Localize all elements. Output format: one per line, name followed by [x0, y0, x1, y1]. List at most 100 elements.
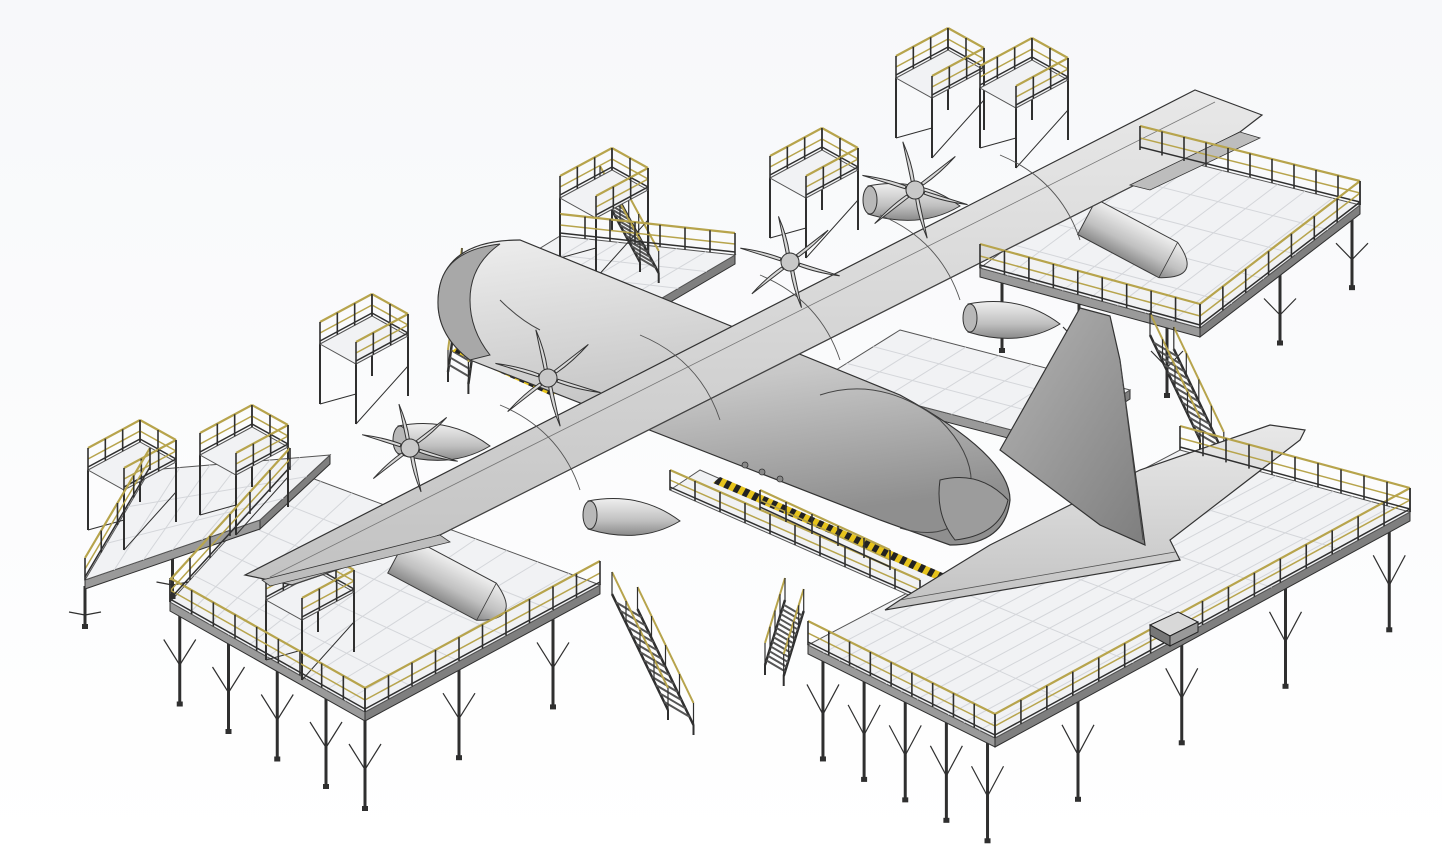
toe-board: [559, 166, 613, 196]
leg-brace: [227, 666, 246, 693]
propeller-spinner: [538, 368, 558, 388]
top-rail: [1015, 57, 1069, 87]
tail-cone: [938, 477, 1009, 541]
access-stairs: [86, 27, 1225, 735]
wing-rib-line: [759, 274, 841, 361]
pod-seam: [1158, 242, 1178, 278]
tower-brace: [559, 247, 597, 259]
leg-foot: [1164, 393, 1170, 398]
toe-board: [355, 332, 409, 362]
stair-tread: [615, 601, 643, 619]
fuselage-panel-line: [499, 299, 541, 331]
leg-foot: [1349, 285, 1355, 291]
mid-rail: [235, 435, 289, 465]
railing-front-right-back: [1179, 424, 1411, 512]
leg-brace: [1061, 724, 1079, 756]
wing-rib-line: [999, 154, 1081, 241]
toe-board: [123, 458, 177, 488]
stair-tread: [768, 650, 789, 663]
leg-brace: [1351, 242, 1369, 261]
leg-foot: [176, 701, 183, 707]
stair-tread: [1167, 371, 1193, 388]
mid-rail: [169, 589, 366, 701]
leg-foot: [362, 806, 368, 811]
leg-brace: [847, 704, 865, 736]
access-tower-upper: [768, 127, 860, 259]
wing-fuel-tank-right: [1076, 198, 1188, 279]
cabin-window: [758, 468, 766, 476]
leg-brace: [863, 704, 881, 736]
deck-panel-line: [885, 346, 966, 398]
leg-foot: [943, 817, 950, 823]
leg-brace: [822, 684, 840, 715]
stair-tread: [1188, 416, 1214, 433]
toe-board: [595, 186, 649, 216]
leg-foot: [1277, 340, 1283, 346]
leg-foot: [82, 624, 88, 629]
platform-front-right: [806, 449, 1412, 844]
access-tower-front-left: [264, 549, 356, 681]
stair-tread: [1156, 349, 1182, 365]
engine-nacelle-left-inner: [582, 498, 681, 536]
wing-rib-line: [639, 334, 721, 421]
tower-brace: [301, 621, 355, 681]
nacelle-intake: [862, 185, 878, 215]
deck-panel-line: [918, 355, 999, 407]
stair-tread: [771, 640, 792, 654]
elevator-line: [899, 551, 1176, 601]
propeller-blade: [553, 343, 589, 374]
access-tower-left: [318, 293, 410, 425]
tower-brace: [319, 393, 357, 405]
propeller-blade: [902, 141, 915, 183]
top-rail: [979, 242, 1201, 306]
top-rail: [805, 147, 859, 177]
propeller-blade: [862, 174, 907, 190]
toe-board: [979, 56, 1033, 86]
leg-brace: [1388, 555, 1406, 586]
toe-board: [931, 66, 985, 96]
front-safety-railings: [84, 124, 1411, 738]
safety-stripe: [713, 477, 945, 580]
toe-board: [979, 264, 1201, 326]
propeller-blade: [548, 385, 561, 427]
tower-railing: [931, 47, 985, 98]
propeller-blade: [415, 417, 448, 444]
stair-tread: [775, 626, 796, 640]
leg-brace: [904, 725, 922, 756]
propeller-blade: [923, 190, 968, 206]
stair-front-center: [610, 571, 695, 735]
deck-panel-line: [852, 338, 934, 389]
tower-brace: [931, 99, 985, 159]
top-rail: [235, 424, 289, 454]
engine-nacelle: [967, 301, 1061, 339]
propeller-blade: [507, 382, 543, 413]
propeller-blade: [410, 455, 422, 493]
stair-tread: [449, 356, 471, 371]
leg-brace: [276, 694, 294, 721]
top-rail: [355, 313, 409, 343]
stair-tread: [643, 659, 671, 677]
deck-panel-line: [1011, 243, 1233, 304]
mid-rail: [769, 138, 823, 168]
propeller-right-inner: [740, 216, 840, 308]
deck-panel-line: [1075, 196, 1297, 255]
tower-railing: [805, 147, 859, 198]
leg-brace: [364, 743, 382, 770]
tower-railing: [301, 569, 355, 620]
mid-rail: [931, 58, 985, 88]
stair-front-right-inner: [763, 577, 805, 686]
leg-brace: [309, 721, 327, 748]
tower-brace: [355, 365, 409, 425]
leg-brace: [442, 692, 460, 720]
toe-board: [769, 146, 823, 176]
mid-rail: [595, 178, 649, 208]
engine-nacelle: [587, 498, 681, 536]
mid-rail: [979, 255, 1201, 317]
leg-foot: [225, 729, 232, 734]
toe-board: [235, 443, 289, 473]
nacelle-intake: [962, 303, 978, 333]
fuselage-section-line: [819, 388, 972, 533]
access-tower-top: [978, 37, 1070, 169]
